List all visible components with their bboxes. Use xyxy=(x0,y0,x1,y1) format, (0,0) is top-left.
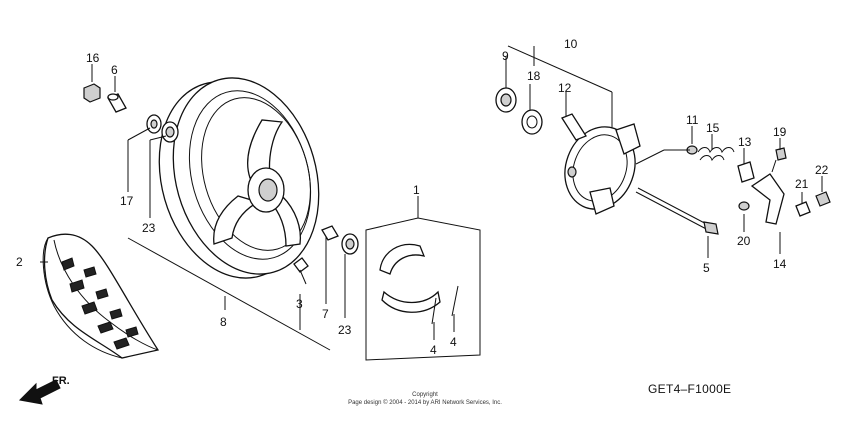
bearing-right-illustration xyxy=(341,233,359,255)
callout-5: 5 xyxy=(703,261,710,275)
hub-cap-nut-illustration xyxy=(83,83,101,103)
tire-illustration xyxy=(42,233,160,359)
callout-23-left: 23 xyxy=(142,221,156,235)
callout-2: 2 xyxy=(16,255,23,269)
brake-arm-illustration xyxy=(750,173,785,225)
callout-11: 11 xyxy=(686,113,699,127)
callout-16: 16 xyxy=(86,51,100,65)
callout-14: 14 xyxy=(773,257,787,271)
callout-13: 13 xyxy=(738,135,752,149)
callout-10: 10 xyxy=(564,37,578,51)
callout-9: 9 xyxy=(502,49,509,63)
seal-illustration xyxy=(521,109,543,135)
copyright-text: Page design © 2004 - 2014 by ARI Network… xyxy=(348,399,502,406)
copyright-heading: Copyright xyxy=(412,392,438,398)
callout-8: 8 xyxy=(220,315,227,329)
brake-shoe-box xyxy=(365,217,481,361)
bolt-illustration xyxy=(771,147,787,173)
callout-12: 12 xyxy=(558,81,572,95)
axle-illustration xyxy=(635,187,719,235)
bearing-left-illustration xyxy=(146,114,179,143)
callout-4-left: 4 xyxy=(430,343,437,357)
callout-6: 6 xyxy=(111,63,118,77)
collar-right-illustration xyxy=(321,225,339,241)
diagram-code: GET4–F1000E xyxy=(648,382,731,396)
callout-15: 15 xyxy=(706,121,720,135)
nut-illustration xyxy=(738,201,750,211)
callout-20: 20 xyxy=(737,234,751,248)
callout-19: 19 xyxy=(773,125,787,139)
valve-stem-illustration xyxy=(293,257,309,285)
callout-3: 3 xyxy=(296,297,303,311)
callout-1: 1 xyxy=(413,183,420,197)
callout-21: 21 xyxy=(795,177,809,191)
brake-panel-illustration xyxy=(564,123,641,215)
nut-right-illustration xyxy=(815,191,831,207)
callout-7: 7 xyxy=(322,307,329,321)
leader-lines xyxy=(40,45,823,351)
collar-illustration xyxy=(107,93,127,113)
callout-17: 17 xyxy=(120,194,134,208)
callout-23-right: 23 xyxy=(338,323,352,337)
gear-illustration xyxy=(495,87,517,113)
shaft-illustration xyxy=(561,113,587,141)
callout-18: 18 xyxy=(527,69,541,83)
front-direction-arrow: FR. xyxy=(18,375,70,405)
pin-illustration xyxy=(795,201,811,217)
indicator-plate-illustration xyxy=(737,161,755,183)
arrow-icon xyxy=(18,379,61,405)
spring-illustration xyxy=(697,147,735,162)
direction-label: FR. xyxy=(52,375,70,387)
wheel-rim-illustration xyxy=(158,77,320,279)
callout-22: 22 xyxy=(815,163,829,177)
callout-4-right: 4 xyxy=(450,335,457,349)
callout-labels: 16 6 17 23 2 8 3 7 23 1 4 4 9 10 18 12 1… xyxy=(16,37,829,357)
